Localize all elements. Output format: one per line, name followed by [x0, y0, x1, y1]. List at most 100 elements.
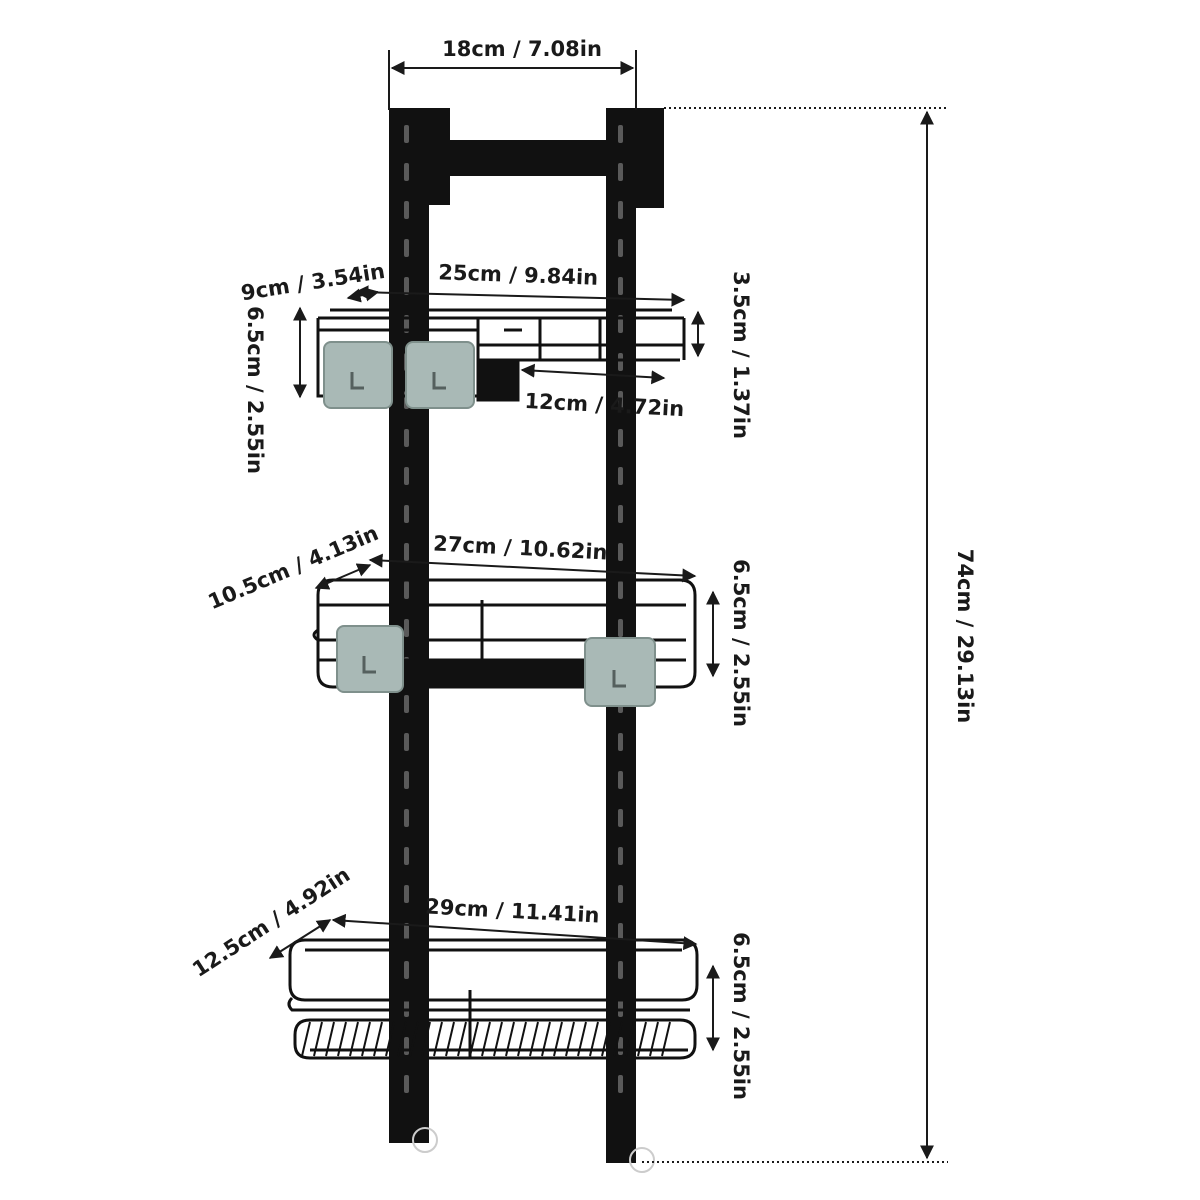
post-slot: [404, 1075, 409, 1093]
post-slot: [618, 619, 623, 637]
bottom-stopper-left: [412, 1127, 438, 1153]
grate-bar: [601, 1021, 611, 1057]
hook-pad-icon: [323, 341, 393, 409]
post-slot: [404, 885, 409, 903]
grate-bar: [325, 1021, 335, 1057]
hook-pad-icon: [336, 625, 404, 693]
post-slot: [404, 201, 409, 219]
post-slot: [618, 353, 623, 371]
shelf-1-hooks: [323, 341, 475, 409]
post-slot: [404, 961, 409, 979]
grate-bar: [505, 1021, 515, 1057]
grate-bar: [373, 1021, 383, 1057]
post-slot: [404, 163, 409, 181]
post-slot: [404, 771, 409, 789]
grate-bar: [457, 1021, 467, 1057]
post-slot: [404, 239, 409, 257]
hook-icon: [432, 372, 446, 390]
post-slot: [618, 543, 623, 561]
grate-bar: [481, 1021, 491, 1057]
shelf1-lip-height-label: 3.5cm / 1.37in: [729, 271, 753, 439]
hook-icon: [350, 372, 364, 390]
post-slot: [618, 771, 623, 789]
shelf2-width-label: 27cm / 10.62in: [433, 531, 608, 564]
post-slot: [618, 125, 623, 143]
post-slot: [618, 885, 623, 903]
post-slot: [618, 429, 623, 447]
post-slot: [618, 961, 623, 979]
shelf3-depth-label: 12.5cm / 4.92in: [188, 862, 354, 981]
post-slot: [618, 1075, 623, 1093]
post-slot: [404, 125, 409, 143]
grate-bar: [589, 1021, 599, 1057]
shelf1-height-label: 6.5cm / 2.55in: [243, 306, 267, 474]
grate-bar: [553, 1021, 563, 1057]
grate-bar: [421, 1021, 431, 1057]
grate-bar: [637, 1021, 647, 1057]
grate-bar: [529, 1021, 539, 1057]
post-slot: [404, 619, 409, 637]
post-slot: [404, 581, 409, 599]
bottom-stopper-right: [629, 1147, 655, 1173]
dimension-lines: [268, 50, 948, 1163]
post-slot: [404, 505, 409, 523]
post-slot: [618, 277, 623, 295]
post-slot: [618, 809, 623, 827]
grate-bar: [541, 1021, 551, 1057]
post-slot: [618, 505, 623, 523]
grate-bar: [385, 1021, 395, 1057]
post-slot: [404, 467, 409, 485]
shelf1-depth-label: 9cm / 3.54in: [239, 259, 386, 305]
shelf1-width-label: 25cm / 9.84in: [438, 260, 599, 290]
post-slot: [618, 733, 623, 751]
post-slot: [618, 163, 623, 181]
grate-bar: [301, 1021, 311, 1057]
grate-bar: [445, 1021, 455, 1057]
grate-bar: [469, 1021, 479, 1057]
grate-bar: [493, 1021, 503, 1057]
post-slot: [404, 847, 409, 865]
post-slot: [404, 695, 409, 713]
post-slot: [618, 239, 623, 257]
hook-icon: [612, 670, 626, 688]
grate-bar: [337, 1021, 347, 1057]
right-hanger-bracket: [632, 108, 664, 208]
grate-bar: [313, 1021, 323, 1057]
post-slot: [618, 201, 623, 219]
post-slot: [618, 999, 623, 1017]
grate-bar: [409, 1021, 419, 1057]
grate-bar: [361, 1021, 371, 1057]
hook-pad-icon: [584, 637, 656, 707]
post-slot: [618, 581, 623, 599]
post-slot: [404, 429, 409, 447]
grate-bar: [661, 1021, 671, 1057]
shelf-1: [316, 308, 686, 402]
post-slot: [404, 809, 409, 827]
shelf3-height-label: 6.5cm / 2.55in: [729, 932, 753, 1100]
post-slot: [618, 467, 623, 485]
shelf1-tray-width-label: 12cm / 4.72in: [524, 389, 685, 421]
shelf-3-grate: [301, 1021, 671, 1057]
post-slot: [404, 543, 409, 561]
top-width-label: 18cm / 7.08in: [442, 37, 602, 61]
grate-bar: [649, 1021, 659, 1057]
post-slot: [618, 391, 623, 409]
total-height-label: 74cm / 29.13in: [953, 549, 977, 723]
grate-bar: [625, 1021, 635, 1057]
grate-bar: [613, 1021, 623, 1057]
post-slot: [404, 1037, 409, 1055]
top-crossbar: [450, 140, 610, 176]
left-hanger-bracket: [420, 108, 450, 205]
shelf-2-hooks: [336, 625, 656, 707]
grate-bar: [577, 1021, 587, 1057]
shelf3-width-label: 29cm / 11.41in: [425, 894, 600, 927]
grate-bar: [349, 1021, 359, 1057]
shelf2-depth-label: 10.5cm / 4.13in: [205, 521, 382, 614]
post-slot: [404, 733, 409, 751]
post-slot: [404, 999, 409, 1017]
hook-icon: [362, 656, 376, 674]
shelf2-height-label: 6.5cm / 2.55in: [729, 559, 753, 727]
grate-bar: [433, 1021, 443, 1057]
